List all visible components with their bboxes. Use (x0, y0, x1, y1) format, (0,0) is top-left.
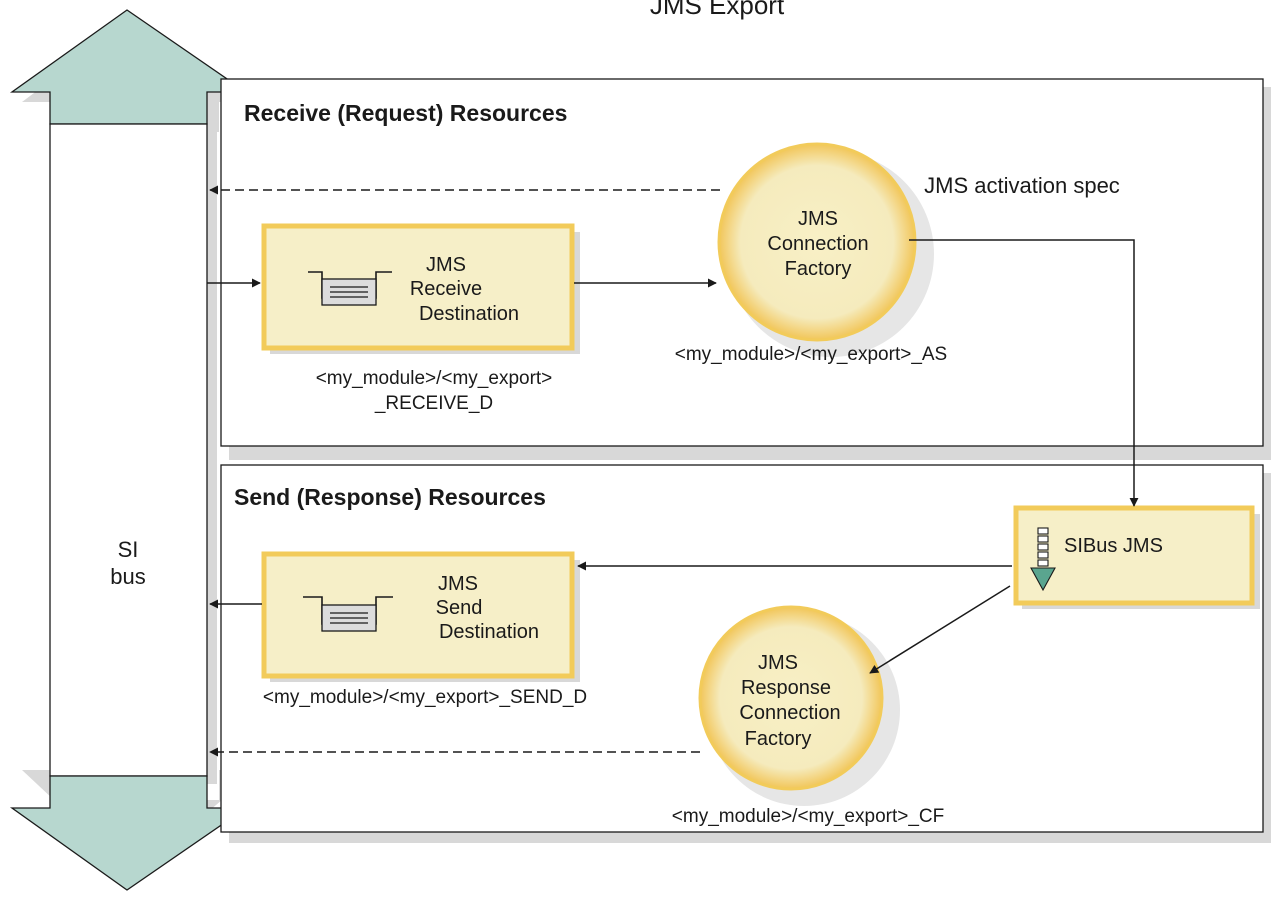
response-factory-line2: Response (741, 677, 831, 699)
sibus-queue-arrow-icon (1030, 527, 1056, 592)
connection-factory-line3: Factory (785, 258, 852, 280)
activation-spec-label: JMS activation spec (924, 173, 1120, 198)
response-factory-line4: Factory (745, 728, 812, 750)
receive-destination-line1: JMS (426, 254, 466, 276)
receive-destination-line2: Receive (410, 278, 482, 300)
send-destination-line2: Send (436, 597, 483, 619)
response-factory-name: <my_module>/<my_export>_CF (672, 806, 944, 827)
queue-icon (303, 596, 393, 632)
send-destination-name: <my_module>/<my_export>_SEND_D (263, 687, 587, 708)
connection-factory-name: <my_module>/<my_export>_AS (675, 344, 948, 365)
receive-section-title: Receive (Request) Resources (244, 100, 567, 126)
send-destination-line3: Destination (439, 621, 539, 643)
receive-destination-node: JMS Receive Destination (261, 223, 580, 354)
response-factory-line1: JMS (758, 652, 798, 674)
sibus-jms-node: SIBus JMS (1013, 505, 1260, 609)
bus-down-arrow (9, 775, 249, 891)
connection-factory-node: JMS Connection Factory (717, 142, 934, 357)
bus-body (49, 123, 208, 777)
bus-label-line1: SI (118, 537, 139, 562)
diagram-title: JMS Export (650, 0, 785, 20)
receive-destination-name-line2: _RECEIVE_D (374, 393, 493, 414)
receive-destination-line3: Destination (419, 303, 519, 325)
response-factory-line3: Connection (739, 702, 840, 724)
sibus-to-response-factory-arrow (869, 585, 1011, 674)
si-bus: SI bus (9, 9, 257, 891)
receive-destination-name-line1: <my_module>/<my_export> (316, 368, 553, 389)
send-section-title: Send (Response) Resources (234, 484, 546, 510)
queue-icon (308, 271, 392, 306)
connection-factory-line2: Connection (767, 233, 868, 255)
factory-to-sibus-arrow (909, 239, 1139, 507)
send-destination-line1: JMS (438, 573, 478, 595)
bus-label-line2: bus (110, 564, 145, 589)
connectors (207, 185, 1139, 757)
response-connection-factory-node: JMS Response Connection Factory (698, 605, 900, 806)
send-destination-node: JMS Send Destination (261, 551, 580, 682)
connection-factory-line1: JMS (798, 208, 838, 230)
sibus-label: SIBus JMS (1064, 535, 1163, 557)
